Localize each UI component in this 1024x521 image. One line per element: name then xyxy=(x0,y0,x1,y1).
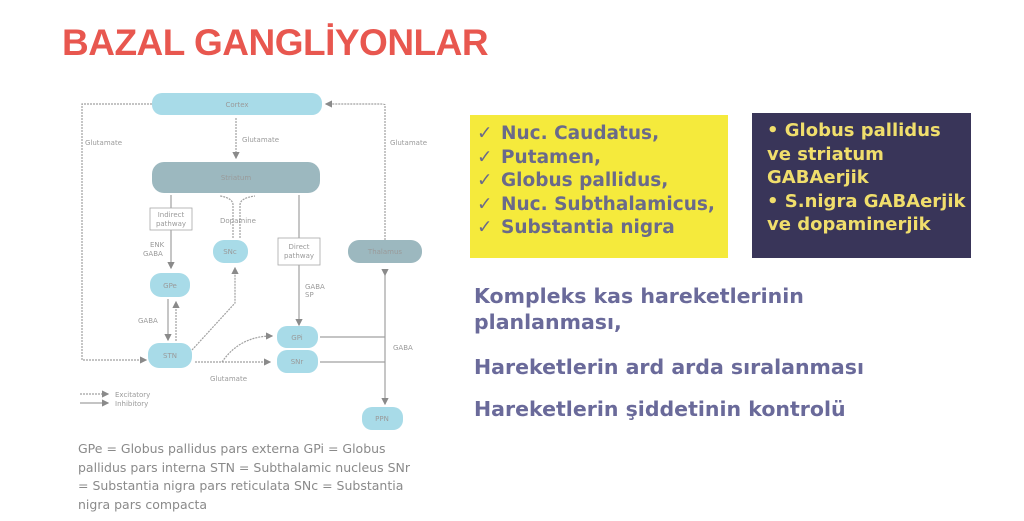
snc-label: SNc xyxy=(223,248,237,256)
cortex-node xyxy=(152,93,322,115)
check-icon: ✓ xyxy=(477,146,493,168)
gaba-label: GABA xyxy=(305,283,325,291)
check-icon: ✓ xyxy=(477,193,493,215)
function-text: Hareketlerin ard arda sıralanması xyxy=(474,355,864,379)
direct-pathway-label: Direct xyxy=(289,243,310,251)
structure-item: ✓Nuc. Subthalamicus, xyxy=(477,193,715,215)
glutamate-label: Glutamate xyxy=(390,139,427,147)
function-text: planlanması, xyxy=(474,310,622,334)
gpe-label: GPe xyxy=(163,282,177,290)
neurotransmitter-line: ve striatum xyxy=(767,143,884,165)
glutamate-label: Glutamate xyxy=(85,139,122,147)
indirect-pathway-label: Indirect xyxy=(158,211,185,219)
stn-node xyxy=(148,343,192,368)
arrow-thalamus-cortex xyxy=(324,100,386,240)
indirect-pathway-box xyxy=(149,207,193,231)
thalamus-node xyxy=(348,240,422,263)
neurotransmitter-line: GABAerjik xyxy=(767,167,869,188)
glutamate-label: Glutamate xyxy=(210,375,247,383)
legend-inhibitory: Inhibitory xyxy=(115,400,148,408)
bottom-node-label: PPN xyxy=(375,415,389,423)
dopamine-label: Dopamine xyxy=(220,217,256,225)
neurotransmitter-line: • Globus pallidus xyxy=(767,120,941,141)
striatum-label: Striatum xyxy=(221,174,251,182)
gpi-node xyxy=(277,326,318,348)
cortex-label: Cortex xyxy=(225,101,248,109)
structures-box: ✓Nuc. Caudatus, ✓Putamen, ✓Globus pallid… xyxy=(470,115,728,258)
sp-label: SP xyxy=(305,291,314,299)
thalamus-label: Thalamus xyxy=(367,248,402,256)
direct-pathway-box xyxy=(277,237,321,266)
gpi-label: GPi xyxy=(291,334,302,342)
function-text: Kompleks kas hareketlerinin xyxy=(474,284,804,308)
slide-title: BAZAL GANGLİYONLAR xyxy=(62,22,489,63)
check-icon: ✓ xyxy=(477,123,493,144)
stn-label: STN xyxy=(163,352,177,360)
arrow-cortex-stn xyxy=(81,103,152,364)
structure-item: ✓Putamen, xyxy=(477,146,602,168)
striatum-node xyxy=(152,162,320,193)
snc-node xyxy=(213,240,248,263)
function-text: Hareketlerin şiddetinin kontrolü xyxy=(474,397,846,421)
direct-pathway-label: pathway xyxy=(284,252,314,260)
gaba-label: GABA xyxy=(143,250,163,258)
neurotransmitter-box: • Globus pallidus ve striatum GABAerjik … xyxy=(752,113,971,258)
check-icon: ✓ xyxy=(477,170,493,191)
structure-item: ✓Substantia nigra xyxy=(477,217,675,238)
bottom-node xyxy=(362,407,403,430)
indirect-pathway-label: pathway xyxy=(156,220,186,228)
arrow-dopamine xyxy=(219,195,256,238)
gaba-label: GABA xyxy=(138,317,158,325)
check-icon: ✓ xyxy=(477,217,493,238)
snr-node xyxy=(277,350,318,373)
neurotransmitter-line: ve dopaminerjik xyxy=(767,214,931,235)
glutamate-label: Glutamate xyxy=(242,136,279,144)
snr-label: SNr xyxy=(291,358,304,366)
enk-label: ENK xyxy=(150,241,165,249)
gaba-label: GABA xyxy=(393,344,413,352)
structure-item: ✓Nuc. Caudatus, xyxy=(477,123,660,144)
neurotransmitter-line: • S.nigra GABAerjik xyxy=(767,190,966,212)
gpe-node xyxy=(150,273,190,297)
structure-item: ✓Globus pallidus, xyxy=(477,170,669,191)
figure-caption: GPe = Globus pallidus pars externa GPi =… xyxy=(78,441,410,512)
legend-excitatory: Excitatory xyxy=(115,391,150,399)
